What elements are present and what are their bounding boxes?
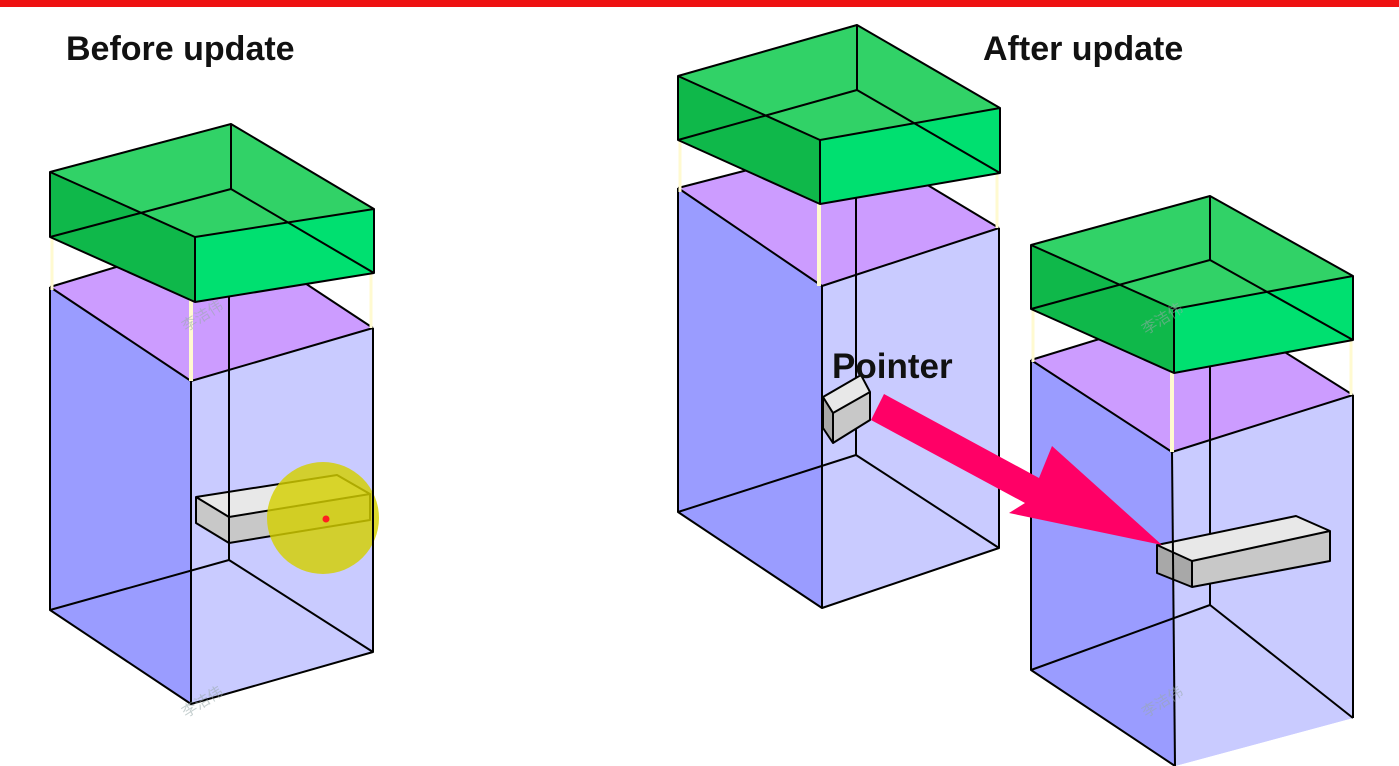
- before-pick-point: [322, 515, 330, 523]
- before-update-assembly: [49, 123, 379, 705]
- pointer-label: Pointer: [832, 347, 953, 386]
- after-update-assembly-moved: [1030, 195, 1354, 766]
- before-update-title: Before update: [66, 30, 295, 68]
- after1-pointer-stub-block: [822, 374, 871, 444]
- after-update-title: After update: [983, 30, 1183, 68]
- after2-beam-block: [1156, 515, 1331, 588]
- pointer-arrow: [871, 394, 1162, 545]
- after1-box-left-face: [678, 188, 822, 608]
- after2-green-lid: [1030, 195, 1354, 374]
- after-update-assembly-original: [677, 24, 1001, 609]
- after2-box-right-face: [1172, 395, 1353, 766]
- after1-membrane: [678, 142, 999, 286]
- before-green-lid: [49, 123, 375, 303]
- top-accent-bar: [0, 0, 1399, 7]
- after1-green-lid: [677, 24, 1001, 205]
